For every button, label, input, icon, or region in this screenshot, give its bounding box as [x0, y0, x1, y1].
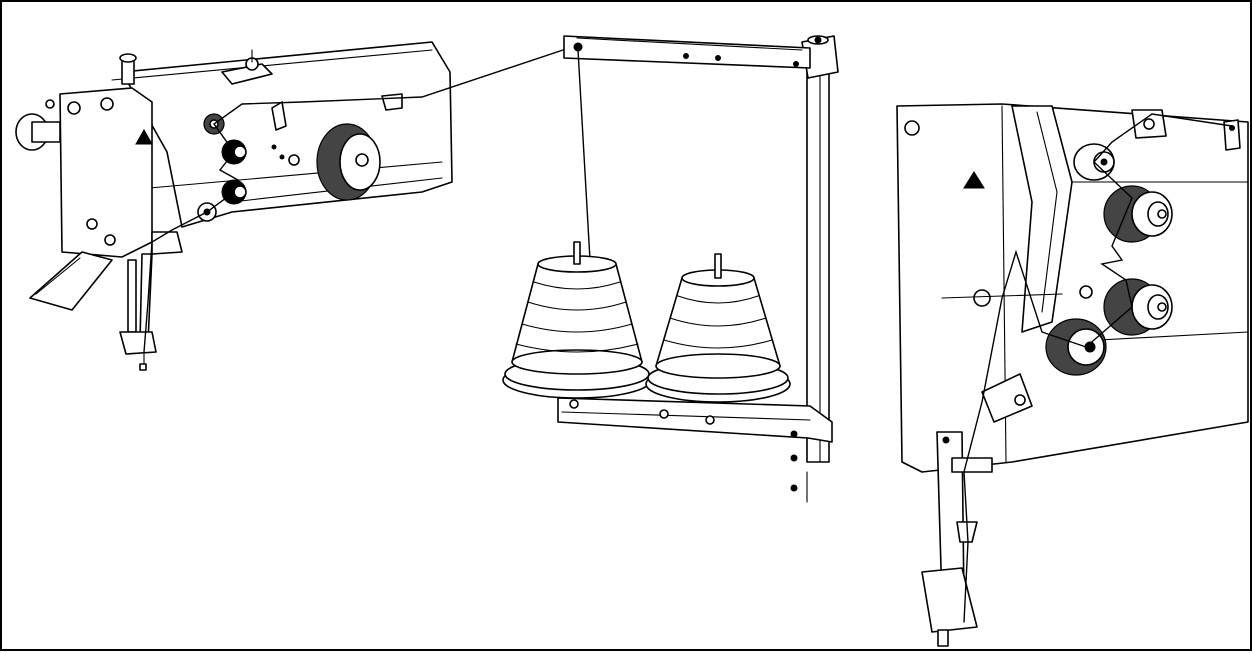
- needle-bar: [127, 259, 137, 333]
- lever-bracket: [981, 373, 1033, 423]
- take-up-lever: [1011, 105, 1073, 333]
- cone-spindle-2: [714, 253, 722, 279]
- stand-post: [806, 41, 830, 463]
- bottom-arm: [557, 397, 833, 443]
- warning-triangle-icon: [135, 128, 153, 145]
- machine-head-left: [15, 41, 573, 371]
- detail-presser-foot: [921, 567, 978, 633]
- warning-triangle-icon-detail: [963, 171, 985, 189]
- thread-cone-2: [655, 277, 781, 367]
- thread-path-detail: [963, 113, 1233, 623]
- thread-path-left: [143, 46, 573, 353]
- machine-head-detail: [896, 103, 1249, 647]
- thread-stand: [502, 35, 839, 503]
- cone-spindle-1: [573, 241, 581, 265]
- hinged-cover: [29, 251, 113, 311]
- arm-thread-guide: [381, 93, 403, 111]
- top-arm: [563, 35, 811, 69]
- machine-arm: [121, 41, 453, 228]
- presser-foot: [119, 331, 157, 355]
- detail-body: [896, 103, 1249, 473]
- thread-from-cone: [577, 49, 591, 261]
